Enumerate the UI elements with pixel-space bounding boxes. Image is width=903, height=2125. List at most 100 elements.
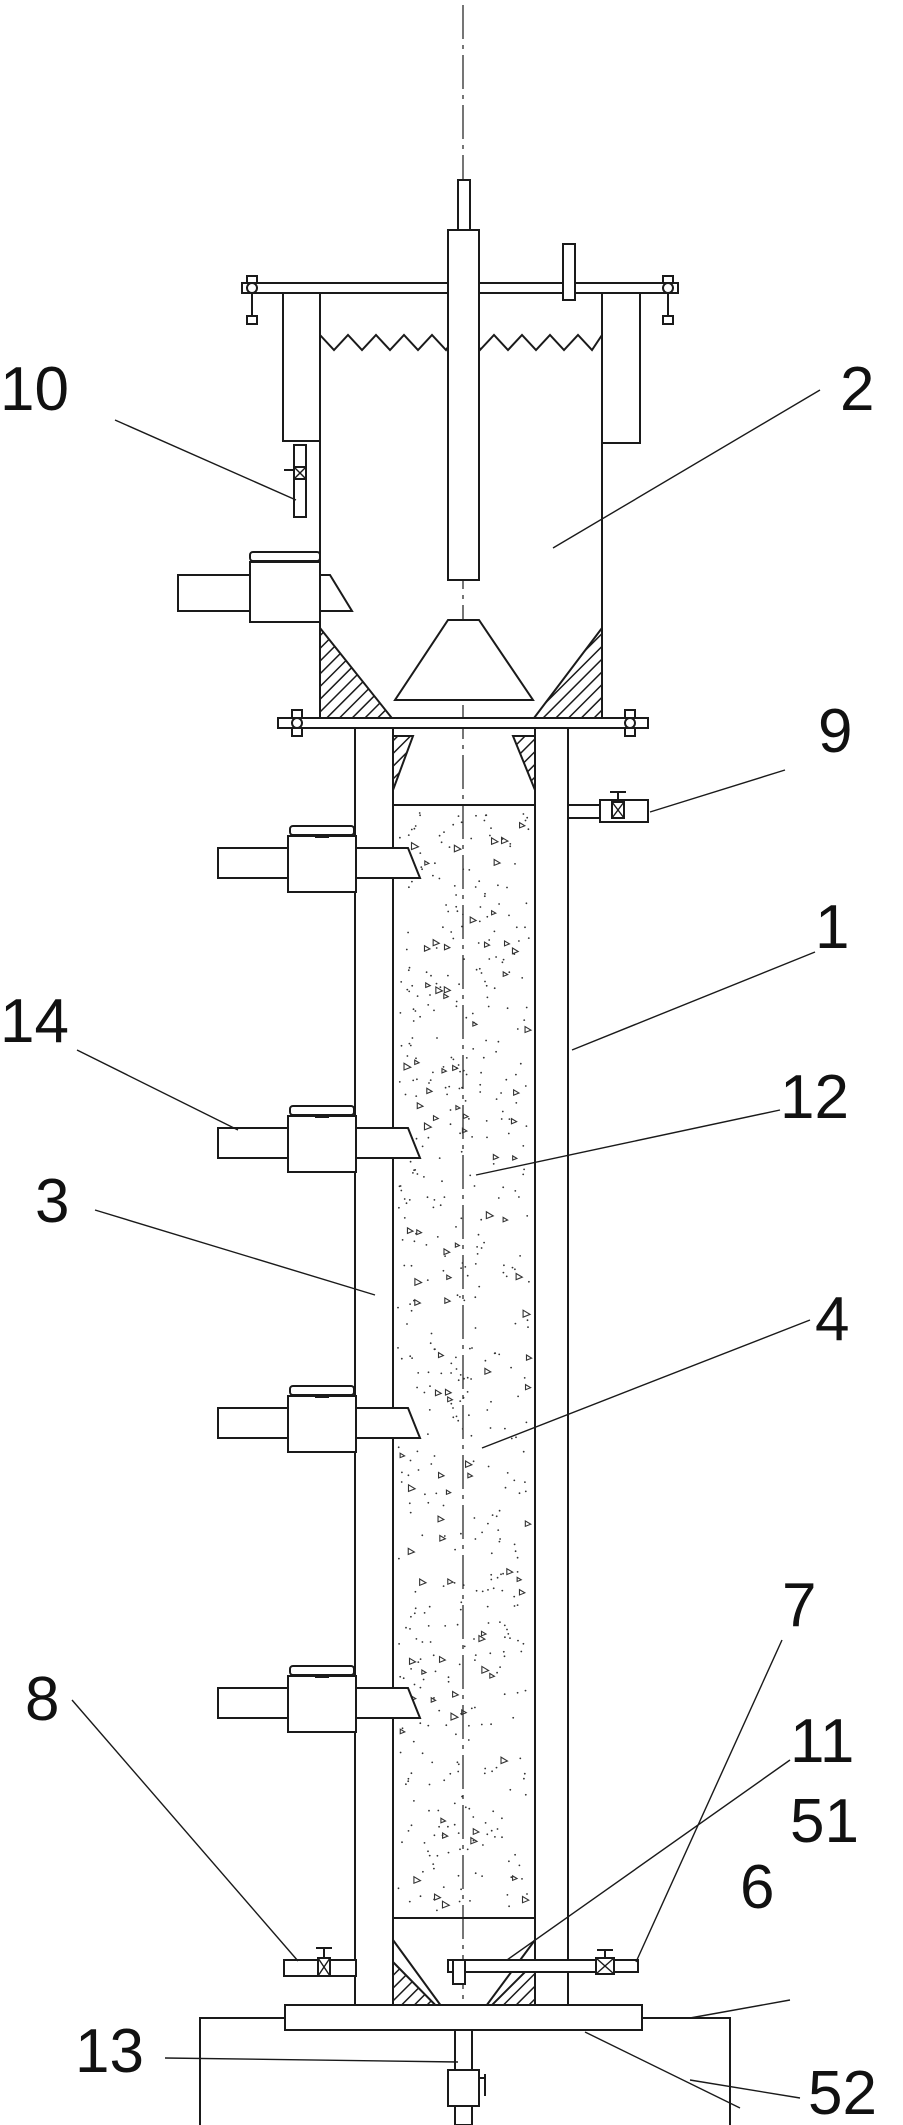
packing-dot bbox=[407, 1777, 410, 1780]
packing-dot bbox=[459, 1400, 462, 1402]
packing-grain bbox=[493, 858, 502, 867]
packing-grain bbox=[489, 1672, 496, 1679]
packing-dot bbox=[461, 1428, 464, 1430]
packing-dot bbox=[412, 1079, 415, 1082]
packing-dot bbox=[455, 1733, 457, 1736]
packing-grain bbox=[461, 1127, 469, 1134]
packing-dot bbox=[397, 1446, 400, 1449]
packing-dot bbox=[464, 1266, 467, 1268]
packing-dot bbox=[413, 1683, 416, 1686]
packing-dot bbox=[474, 1327, 477, 1329]
packing-dot bbox=[428, 1409, 431, 1411]
packing-dot bbox=[399, 836, 401, 839]
packing-dot bbox=[440, 841, 443, 844]
packing-dot bbox=[472, 1460, 475, 1463]
packing-dot bbox=[434, 862, 436, 865]
packing-dot bbox=[446, 1093, 448, 1096]
packing-dot bbox=[409, 1628, 411, 1630]
packing-dot bbox=[522, 1450, 525, 1453]
packing-dot bbox=[400, 1357, 403, 1360]
packing-grain bbox=[511, 947, 520, 955]
packing-dot bbox=[528, 1280, 530, 1283]
packing-grain bbox=[484, 1367, 492, 1376]
packing-dot bbox=[506, 1007, 509, 1010]
packing-dot bbox=[472, 1048, 475, 1050]
lower-left-valve bbox=[283, 1947, 357, 1977]
packing-dot bbox=[452, 1058, 455, 1061]
packing-dot bbox=[447, 1680, 450, 1683]
packing-dot bbox=[416, 995, 419, 997]
packing-dot bbox=[417, 1372, 420, 1374]
packing-dot bbox=[519, 1757, 522, 1760]
packing-dot bbox=[430, 974, 432, 977]
packing-dot bbox=[401, 1471, 403, 1474]
packing-grain bbox=[472, 1827, 481, 1836]
packing-dot bbox=[462, 913, 464, 916]
packing-dot bbox=[421, 868, 423, 871]
packing-dot bbox=[484, 1359, 487, 1362]
packing-dot bbox=[442, 1585, 445, 1587]
packing-dot bbox=[526, 1893, 528, 1895]
packing-dot bbox=[469, 1900, 471, 1902]
packing-grain bbox=[519, 821, 527, 829]
packing-dot bbox=[412, 1172, 414, 1174]
packing-dot bbox=[513, 1595, 516, 1598]
packing-dot bbox=[525, 1421, 528, 1424]
packing-dot bbox=[526, 1319, 529, 1322]
packing-dot bbox=[490, 1723, 492, 1726]
packing-dot bbox=[438, 1157, 441, 1159]
packing-dot bbox=[509, 1788, 512, 1791]
packing-dot bbox=[453, 1802, 456, 1805]
packing-grain bbox=[432, 938, 441, 947]
packing-dot bbox=[443, 1535, 446, 1537]
packing-dot bbox=[442, 1066, 445, 1068]
packing-dot bbox=[527, 937, 530, 939]
packing-dot bbox=[463, 1377, 465, 1380]
packing-dot bbox=[427, 1850, 429, 1853]
packing-grain bbox=[492, 1153, 500, 1161]
packing-dot bbox=[469, 1174, 472, 1177]
packing-dot bbox=[524, 1085, 527, 1087]
packing-dot bbox=[419, 1686, 422, 1689]
packing-dot bbox=[470, 837, 473, 840]
packing-dot bbox=[498, 1540, 501, 1543]
packing-grain bbox=[470, 1836, 479, 1845]
packing-dot bbox=[468, 1724, 470, 1727]
packing-dot bbox=[485, 984, 488, 987]
side-sampling-valve bbox=[217, 1105, 422, 1173]
packing-dot bbox=[475, 968, 478, 971]
packing-dot bbox=[499, 1666, 501, 1668]
packing-dot bbox=[403, 1264, 406, 1267]
packing-dot bbox=[427, 1136, 430, 1139]
packing-dot bbox=[477, 1233, 480, 1236]
packing-dot bbox=[520, 1650, 523, 1653]
packing-dot bbox=[476, 1246, 478, 1248]
top-cap-assembly bbox=[241, 179, 679, 737]
packing-dot bbox=[504, 1636, 506, 1639]
packing-dot bbox=[456, 1761, 459, 1764]
packing-dot bbox=[410, 1772, 413, 1775]
packing-dot bbox=[438, 1709, 441, 1712]
packing-dot bbox=[508, 1118, 511, 1120]
packing-dot bbox=[522, 1145, 525, 1147]
packing-dot bbox=[491, 1770, 493, 1773]
packing-dot bbox=[460, 1888, 462, 1891]
packing-dot bbox=[408, 1042, 411, 1045]
packing-dot bbox=[442, 1269, 445, 1272]
packing-grain bbox=[525, 1354, 533, 1361]
label-52: 52 bbox=[808, 2059, 877, 2125]
packing-dot bbox=[432, 1071, 434, 1074]
packing-dot bbox=[397, 1347, 399, 1349]
packing-dot bbox=[399, 1751, 402, 1754]
packing-dot bbox=[456, 910, 459, 913]
packing-grain bbox=[502, 970, 509, 978]
packing-dot bbox=[475, 814, 477, 817]
packing-dot bbox=[515, 1102, 518, 1104]
packing-dot bbox=[398, 1081, 401, 1083]
packing-dot bbox=[420, 866, 423, 868]
packing-dot bbox=[471, 1136, 473, 1138]
packing-dot bbox=[443, 831, 445, 833]
packing-dot bbox=[462, 1584, 465, 1586]
packing-dot bbox=[486, 915, 489, 918]
packing-dot bbox=[500, 1118, 503, 1120]
